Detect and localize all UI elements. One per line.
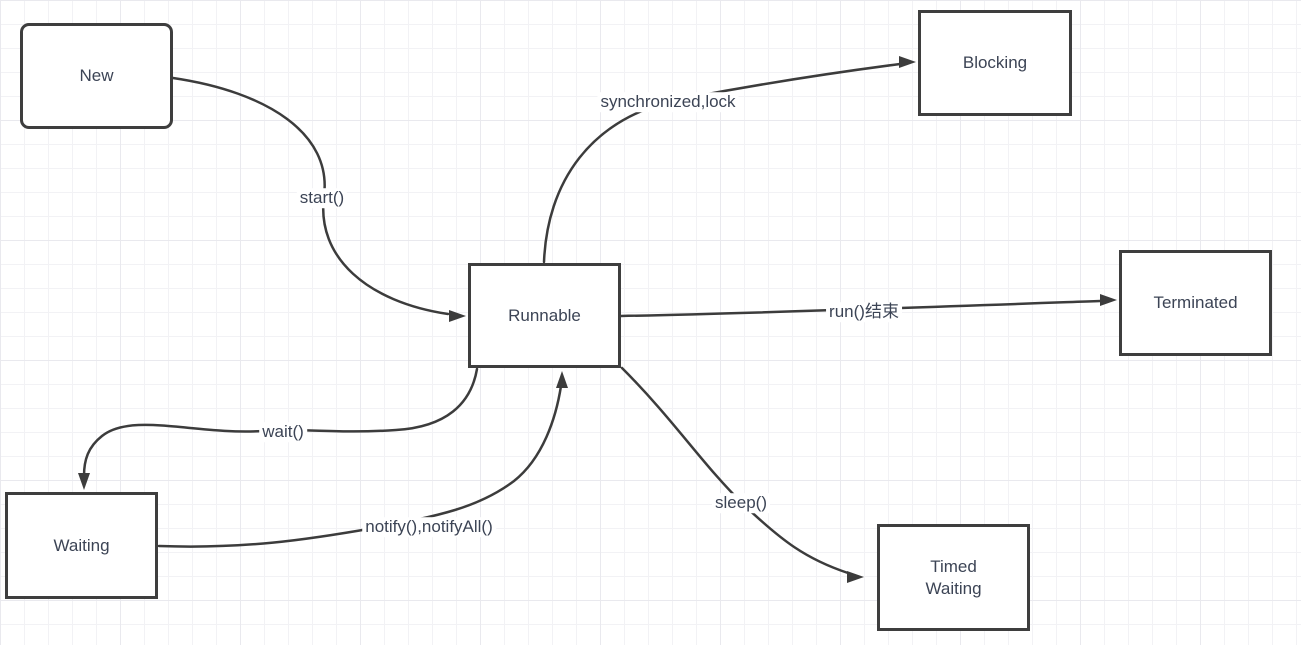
node-label-terminated: Terminated [1153, 293, 1238, 313]
node-blocking[interactable]: Blocking [918, 10, 1072, 116]
node-new[interactable]: New [20, 23, 173, 129]
edge-synchronized[interactable] [542, 56, 916, 264]
arrowhead-run-end [1100, 294, 1117, 306]
edge-line-notify[interactable] [157, 384, 563, 548]
arrowhead-wait [78, 473, 90, 490]
node-label-waiting: Waiting [53, 535, 110, 555]
edge-label-synchronized[interactable]: synchronized,lock [597, 92, 739, 112]
edge-label-notify[interactable]: notify(),notifyAll() [362, 517, 496, 537]
arrowhead-notify [556, 371, 568, 388]
node-label-new: New [79, 66, 114, 86]
arrowhead-sleep [847, 571, 864, 583]
edge-line-sleep[interactable] [620, 366, 850, 575]
node-runnable[interactable]: Runnable [468, 263, 621, 368]
edge-label-sleep[interactable]: sleep() [712, 493, 770, 513]
edge-label-start[interactable]: start() [296, 188, 348, 208]
arrowhead-start [449, 310, 466, 322]
node-terminated[interactable]: Terminated [1119, 250, 1272, 356]
edge-label-run-end[interactable]: run()结束 [826, 302, 902, 322]
edge-notify[interactable] [157, 371, 568, 548]
node-waiting[interactable]: Waiting [5, 492, 158, 599]
edge-label-wait[interactable]: wait() [259, 422, 307, 442]
arrowhead-synchronized [899, 56, 916, 68]
edge-sleep[interactable] [620, 366, 864, 583]
node-timed-waiting[interactable]: Timed Waiting [877, 524, 1030, 631]
node-label-timed-waiting: Timed Waiting [925, 557, 982, 598]
node-label-blocking: Blocking [962, 53, 1028, 73]
node-label-runnable: Runnable [508, 305, 581, 325]
